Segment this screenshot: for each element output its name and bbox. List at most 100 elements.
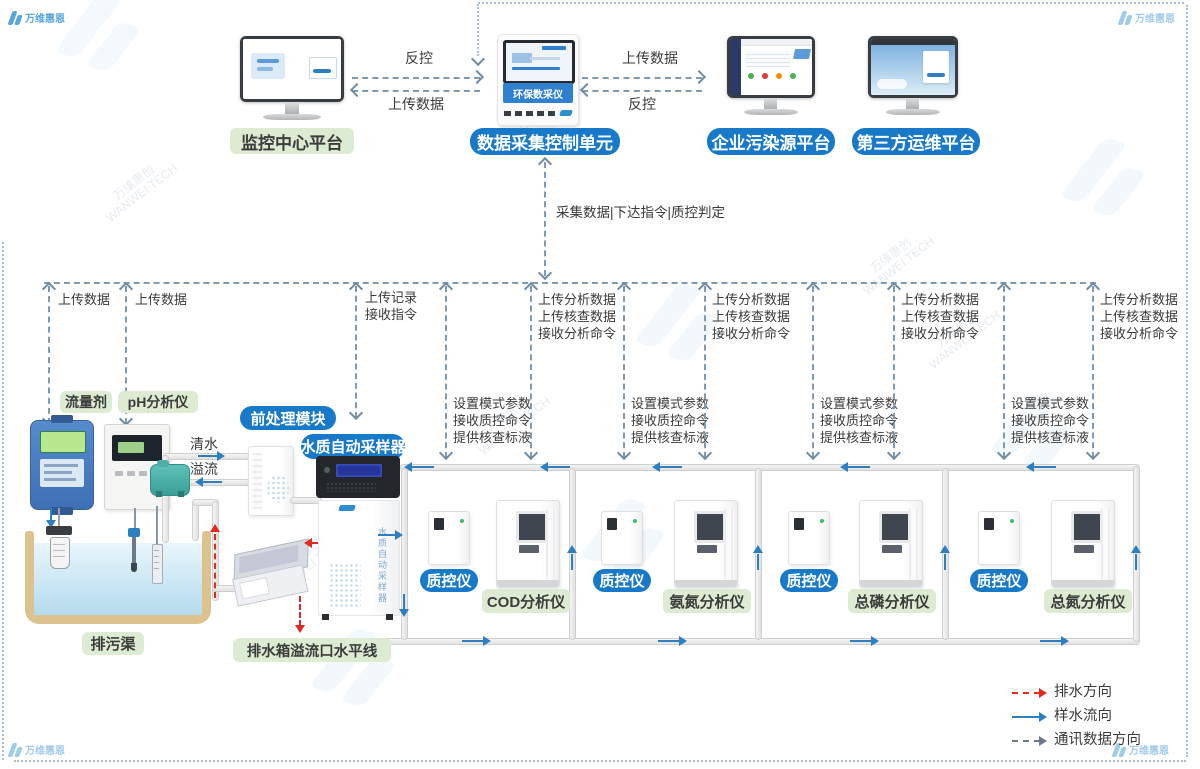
flow-meter-display [40, 431, 86, 453]
comm-drop-qc1 [445, 286, 447, 458]
flow-arrow-line [1040, 640, 1062, 642]
comm-drop-tn [1092, 286, 1094, 458]
qc-device-3 [788, 511, 830, 565]
comm-arrow-to-collector [470, 51, 486, 67]
strainer-cap [46, 526, 72, 535]
flow-arrow-line [944, 554, 946, 570]
screen-graphic [309, 57, 337, 79]
flow-arrow-right [1061, 636, 1069, 646]
drain-dash-down [299, 596, 301, 626]
drain-arrow-down [295, 625, 305, 633]
drop-label: 上传核查数据 [712, 309, 791, 324]
screen-graphic [748, 73, 754, 79]
flow-arrow-line [850, 640, 872, 642]
comm-border-left [2, 242, 4, 760]
drop-label: 接收分析命令 [538, 326, 617, 341]
brand-logo: 万维惠恩 [7, 10, 65, 25]
badge-ph-analyzer: pH分析仪 [118, 391, 198, 413]
comm-drop-tp [893, 286, 895, 458]
screen-graphic [746, 51, 790, 67]
qc-led [820, 519, 824, 523]
sensor-cable [134, 508, 136, 530]
drop-label: 设置模式参数 [1011, 396, 1090, 411]
label-overflow: 溢流 [190, 461, 218, 477]
flow-arrow-line [848, 466, 870, 468]
third-party-screen [868, 36, 958, 98]
flow-arrow-left [540, 462, 548, 472]
comm-arrowhead [537, 265, 553, 281]
device-mount [51, 415, 73, 423]
screen-graphic [154, 568, 159, 569]
link-label-upload: 上传数据 [388, 96, 444, 112]
legend-comm-arrow [1039, 736, 1047, 746]
device-button [139, 471, 147, 476]
sample-pump [150, 460, 190, 497]
flow-arrow-line [403, 594, 405, 610]
pump-foot [178, 491, 184, 497]
brand-logo-icon [7, 10, 23, 25]
screen-graphic [762, 73, 768, 79]
flow-arrow-line [202, 481, 222, 483]
tank-wall-cap [202, 531, 211, 541]
qc-display [984, 518, 994, 530]
comm-arrowhead [616, 445, 632, 461]
link-label-fankong: 反控 [628, 96, 656, 112]
screen-graphic [512, 67, 560, 70]
badge-analyzer-tn: 总氮分析仪 [1044, 589, 1132, 613]
comm-arrowhead [118, 281, 134, 297]
badge-analyzer-cod: COD分析仪 [482, 589, 570, 613]
flow-arrow-line [757, 554, 759, 570]
screen-graphic [44, 471, 72, 474]
flow-arrow-line [378, 534, 396, 536]
flow-arrow-up [567, 545, 577, 553]
drain-ditch-tank [25, 536, 211, 624]
flow-arrow-right [679, 636, 687, 646]
badge-qc-1: 质控仪 [420, 569, 478, 592]
drop-label: 接收分析命令 [901, 326, 980, 341]
qc-display [794, 518, 804, 530]
drop-label: 上传核查数据 [538, 309, 617, 324]
sensor-cable [156, 506, 158, 546]
qc-device-1 [428, 511, 470, 565]
device-vents [1101, 509, 1111, 579]
drain-box [231, 538, 321, 609]
analyzer-cod [496, 500, 560, 588]
comm-arrowhead [616, 281, 632, 297]
analyzer-nh3n [674, 500, 738, 588]
screen-graphic [154, 556, 159, 557]
brand-logo-icon [1117, 10, 1133, 25]
drop-label: 设置模式参数 [631, 396, 710, 411]
screen-graphic [118, 442, 144, 453]
badge-qc-3: 质控仪 [780, 569, 838, 592]
comm-arrowhead [886, 445, 902, 461]
sampler-device: 水质自动采样器 [316, 456, 402, 620]
screen-graphic [776, 73, 782, 79]
qc-display [607, 518, 617, 530]
flow-arrow-line [412, 466, 434, 468]
qc-device-4 [978, 511, 1020, 565]
flow-arrow-right [395, 530, 403, 540]
drop-label: 接收分析命令 [712, 326, 791, 341]
analyzer-window [694, 511, 726, 543]
analyzer-plinth [497, 580, 559, 587]
flow-meter-device [30, 415, 94, 515]
flow-arrow-line [1034, 466, 1056, 468]
qc-led [460, 519, 464, 523]
flow-arrow-right [871, 636, 879, 646]
collector-device-label: 环保数采仪 [503, 83, 573, 103]
analyzer-slot [519, 545, 539, 553]
device-port [537, 111, 544, 116]
screen-graphic [542, 46, 566, 50]
riser-pipe [162, 455, 169, 543]
comm-border-top [478, 2, 1184, 4]
badge-flow-meter: 流量剂 [60, 391, 112, 413]
level-sensor [152, 544, 163, 584]
monitor-stand [906, 98, 919, 109]
flow-arrow-line [198, 455, 218, 457]
flow-arrow-left [652, 462, 660, 472]
probe-tip [131, 563, 137, 572]
comm-drop-cod [530, 286, 532, 458]
screen-graphic [530, 57, 560, 60]
collector-screen [503, 40, 575, 84]
screen-graphic [53, 544, 65, 545]
